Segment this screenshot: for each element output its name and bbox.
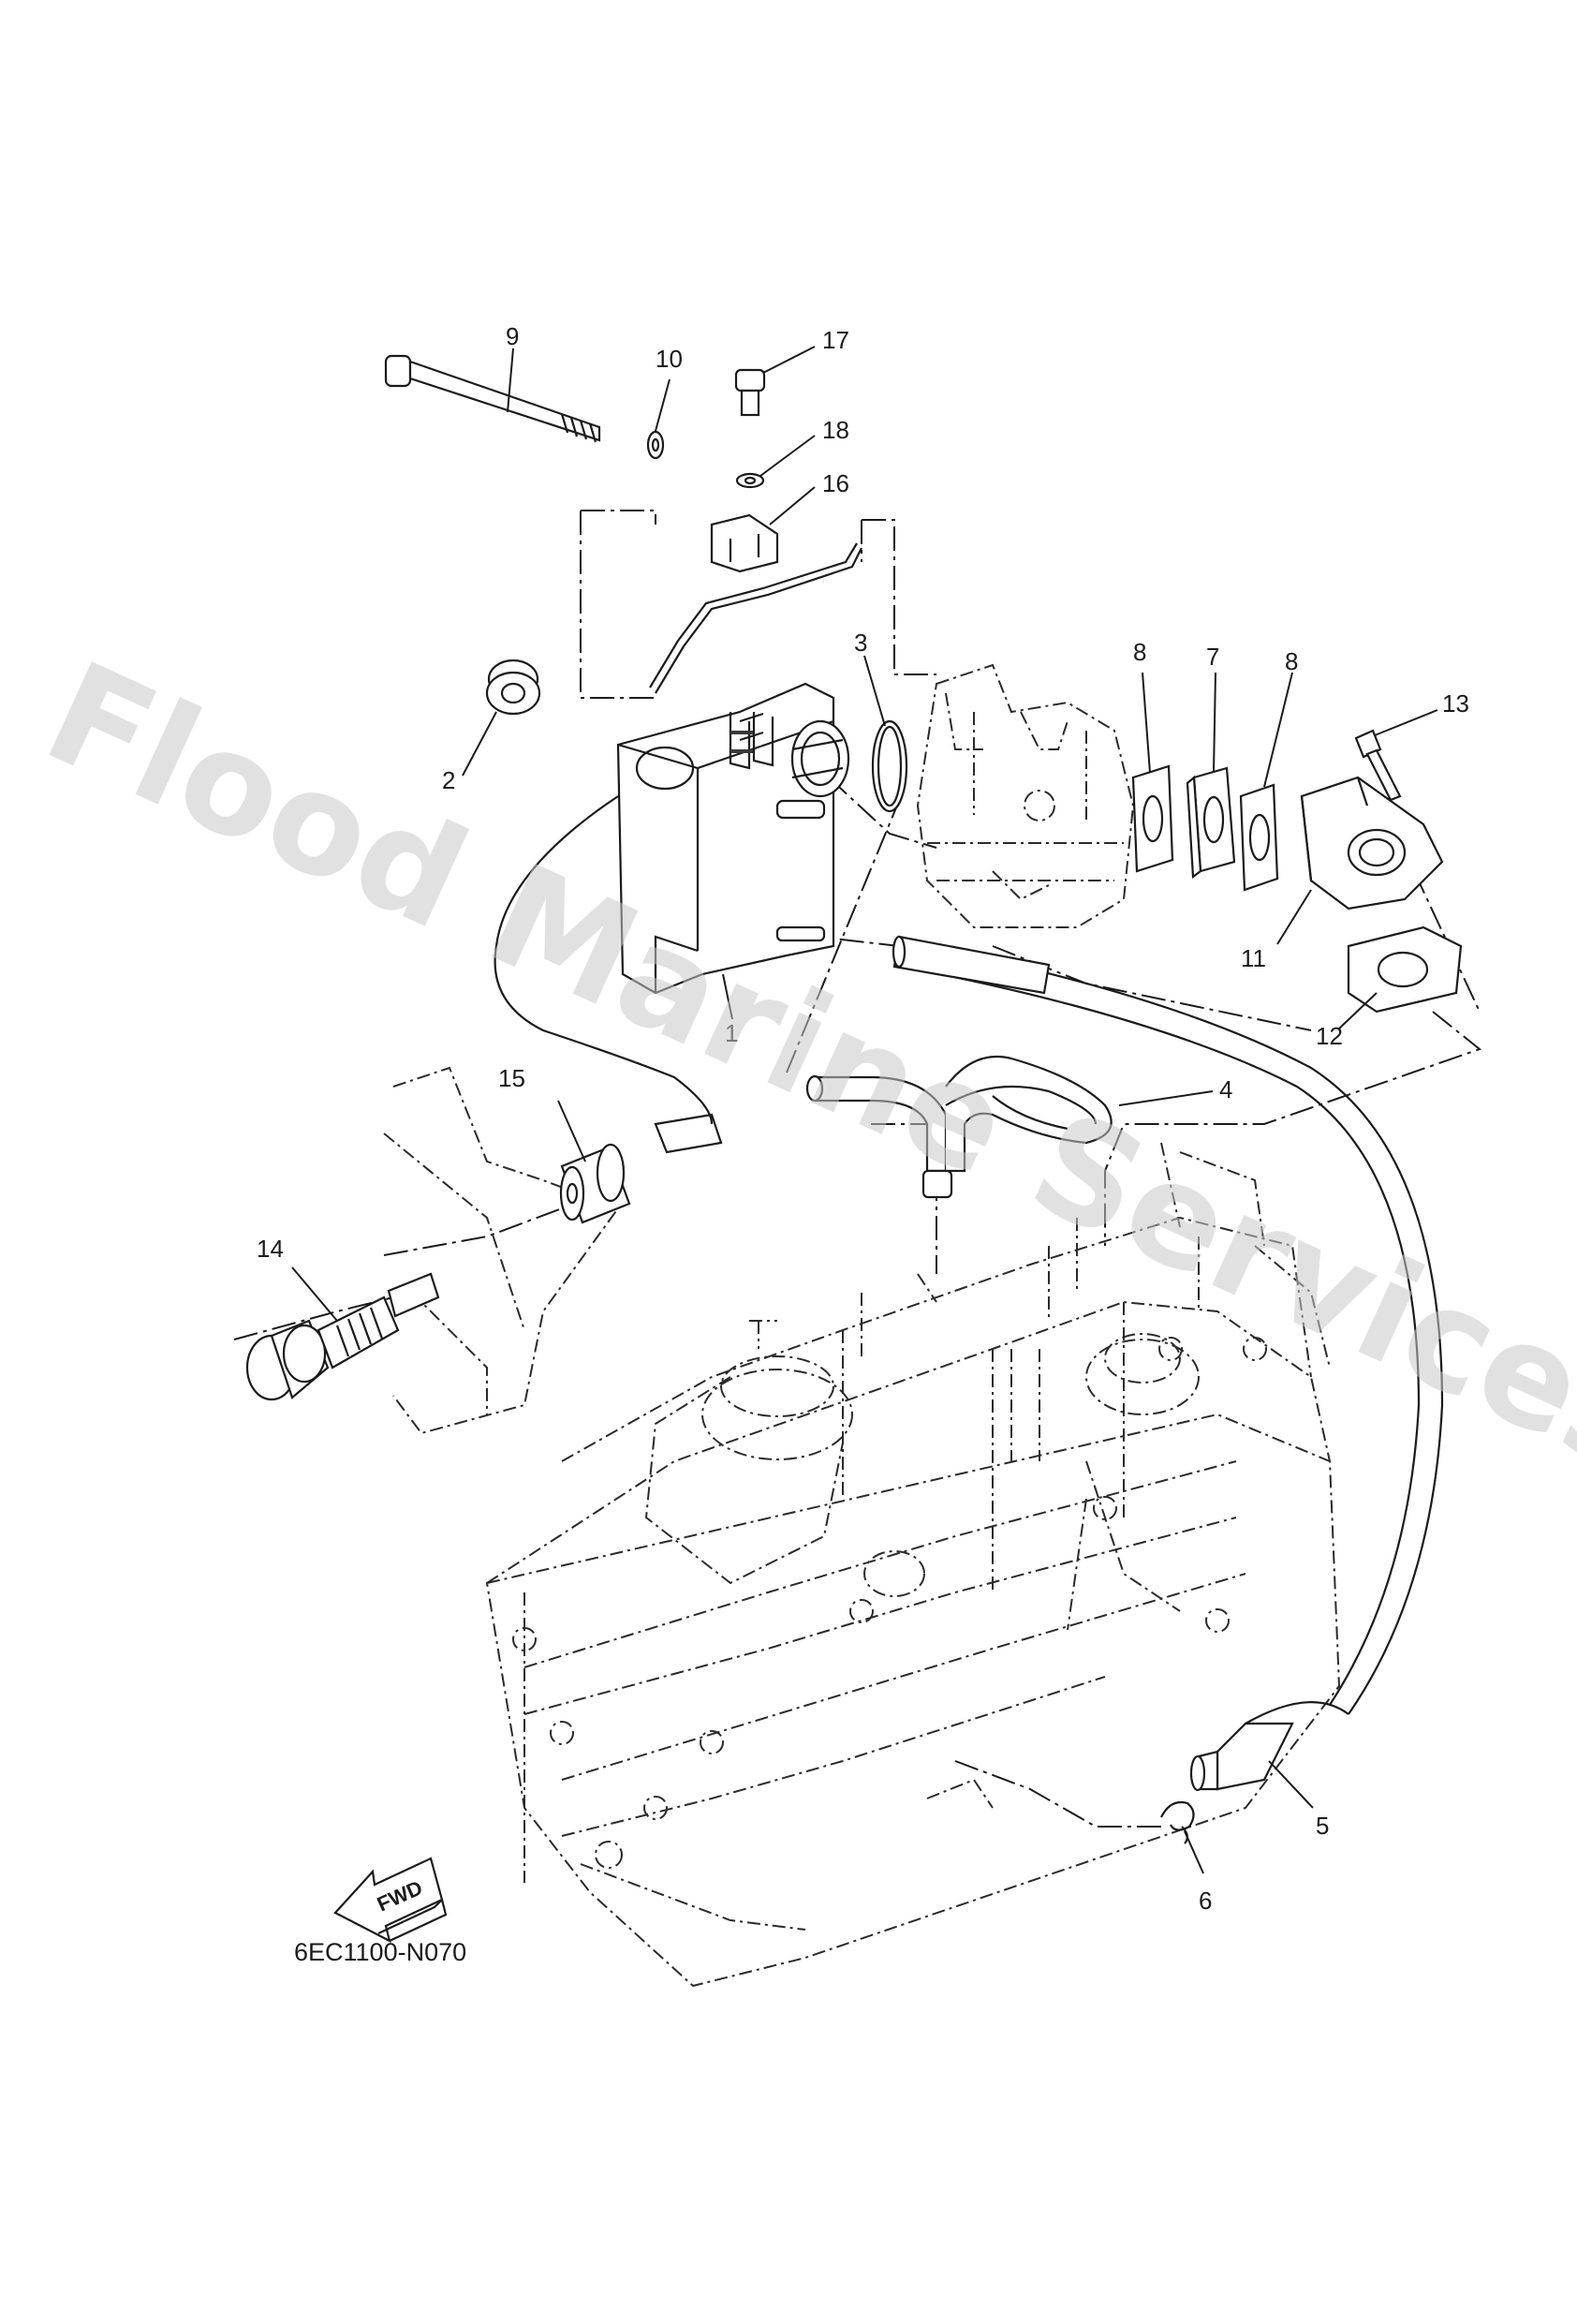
- callout-18: 18: [822, 416, 849, 444]
- callout-14: 14: [257, 1235, 284, 1263]
- part-1-intake-silencer: [616, 682, 850, 995]
- callout-10: 10: [656, 345, 683, 373]
- callout-4: 4: [1219, 1075, 1232, 1103]
- callout-17: 17: [822, 326, 849, 354]
- part-10-washer: [646, 430, 665, 460]
- callout-3: 3: [854, 629, 867, 657]
- forward-direction-arrow: FWD: [333, 1857, 448, 1944]
- part-8-gasket-b: [1239, 783, 1279, 892]
- part-3-o-ring: [871, 719, 908, 813]
- callout-13: 13: [1442, 689, 1469, 718]
- part-11-intake-joint: [1300, 776, 1444, 910]
- callout-5: 5: [1316, 1812, 1329, 1840]
- engine-block-outline: [485, 1142, 1341, 1988]
- part-12-gasket: [1347, 925, 1463, 1014]
- drawing-code: 6EC1100-N070: [294, 1938, 466, 1966]
- callout-8b: 8: [1285, 647, 1298, 675]
- part-16-clamp: [710, 513, 779, 573]
- part-2-grommet: [485, 659, 541, 716]
- part-9-bolt: [384, 354, 601, 443]
- callout-9: 9: [506, 322, 519, 350]
- part-17-bolt: [734, 368, 766, 417]
- callout-16: 16: [822, 469, 849, 497]
- callout-1: 1: [725, 1019, 738, 1047]
- callout-2: 2: [442, 766, 455, 794]
- callout-6: 6: [1199, 1887, 1212, 1915]
- part-15-grommet: [559, 1143, 631, 1224]
- part-13-bolt: [1354, 729, 1402, 802]
- part-4-breather-hose: [805, 1055, 1113, 1199]
- callout-7: 7: [1206, 643, 1219, 671]
- callout-leaders: [291, 346, 1438, 1874]
- part-14-choke-knob: [245, 1272, 440, 1401]
- callout-8a: 8: [1133, 638, 1146, 666]
- callout-15: 15: [498, 1064, 525, 1092]
- assembly-lines: [233, 510, 1482, 1828]
- choke-cable: [649, 542, 862, 694]
- lower-cowling-outline: [383, 1066, 620, 1435]
- callout-labels: 9 10 17 18 16 3 8 7 8 13 2 11 12 1 4 15 …: [257, 322, 1469, 1915]
- part-6-clip: [1160, 1800, 1195, 1844]
- callout-12: 12: [1316, 1022, 1343, 1050]
- part-7-insulator: [1186, 766, 1236, 880]
- part-18-washer: [735, 472, 765, 489]
- choke-link: [494, 795, 723, 1154]
- part-8-gasket-a: [1131, 764, 1174, 873]
- callout-11: 11: [1241, 944, 1266, 972]
- part-5-hose: [892, 935, 1444, 1792]
- carburetor-outline: [916, 663, 1135, 928]
